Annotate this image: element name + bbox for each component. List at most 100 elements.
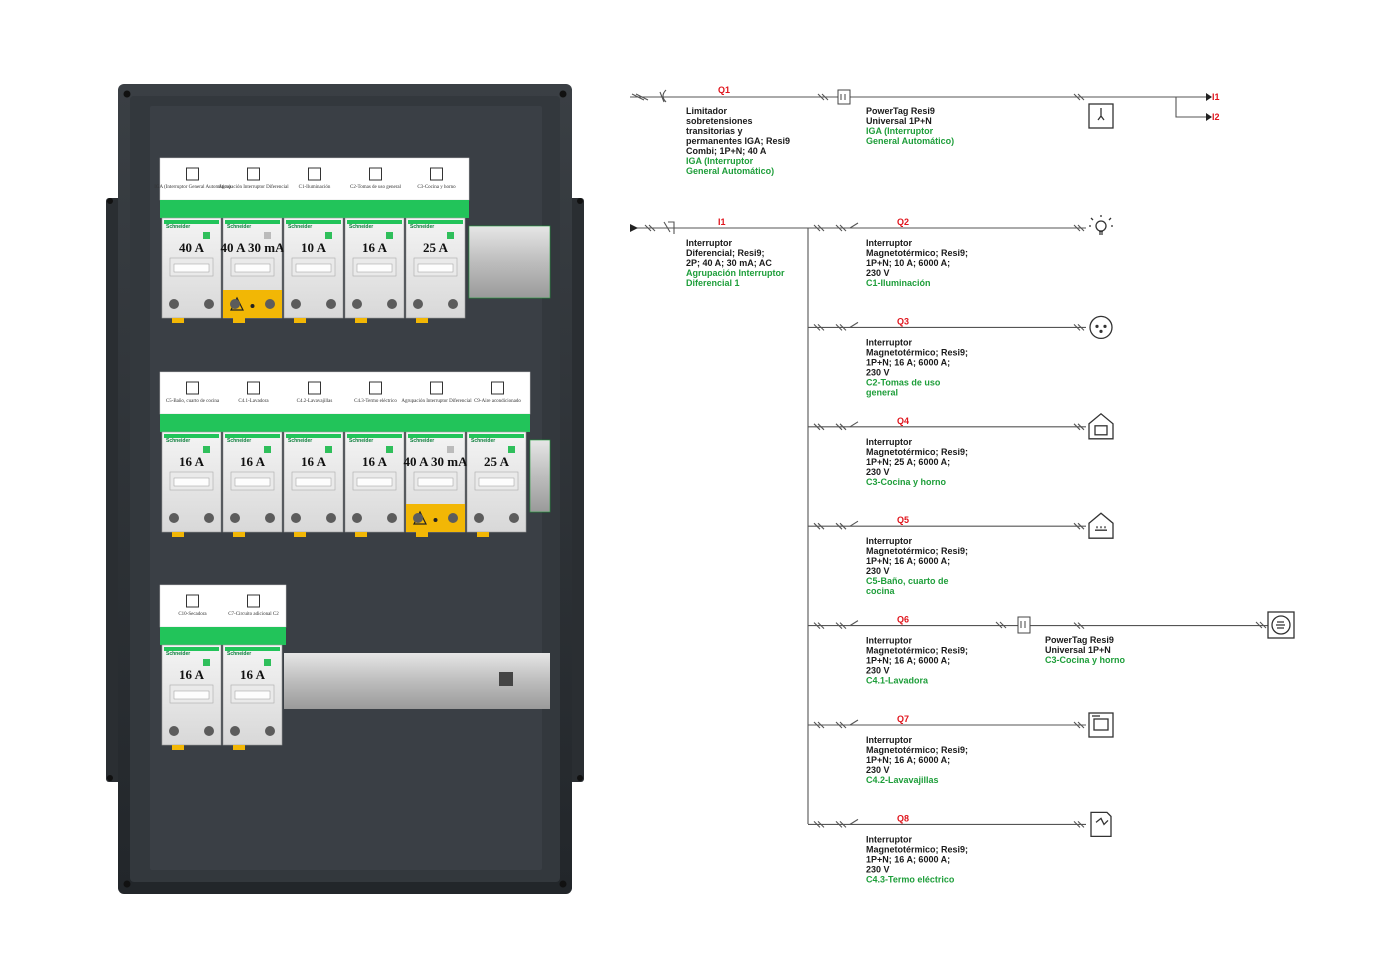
circuit-q5-line: Magnetotérmico; Resi9; (866, 546, 968, 556)
circuit-symbol-icon (308, 381, 321, 395)
main-feeder: Q1 I1 I2 Limitadorsobretensionestransito… (630, 85, 1220, 176)
circuit-q7-line: Magnetotérmico; Resi9; (866, 745, 968, 755)
circuit-q5-circuit-name: C5-Baño, cuarto de (866, 576, 949, 586)
circuit-q8-line: 230 V (866, 864, 890, 874)
circuit-q7-line: 230 V (866, 765, 890, 775)
circuit-q6-circuit-name: C4.1-Lavadora (866, 676, 929, 686)
q1-line: transitorias y (686, 126, 743, 136)
rcd-circuit-name: Agrupación Interruptor (686, 268, 785, 278)
brand-label: Schneider (349, 224, 373, 230)
circuit-symbol-icon (430, 381, 443, 395)
breaker-rating: 16 A (301, 454, 327, 469)
breaker-rating: 16 A (179, 454, 205, 469)
circuit-symbol-icon (186, 381, 199, 395)
circuit-tag: Q8 (897, 813, 909, 823)
breaker-rating: 25 A (423, 240, 449, 255)
circuit-breaker[interactable]: Schneider 40 A (161, 217, 222, 323)
breaker-rating: 16 A (240, 454, 266, 469)
circuit-breaker[interactable]: Schneider 16 A (344, 217, 405, 323)
circuit-q3-line: 1P+N; 16 A; 6000 A; (866, 357, 950, 367)
distribution-panel: IGA (Interruptor General Automático)Agru… (106, 84, 584, 894)
rcd-line: Interruptor (686, 238, 732, 248)
brand-label: Schneider (410, 438, 434, 444)
circuit-q7-line: Interruptor (866, 735, 912, 745)
circuit-q5-line: 1P+N; 16 A; 6000 A; (866, 556, 950, 566)
output-i2: I2 (1212, 112, 1220, 122)
breaker-rating: 10 A (301, 240, 327, 255)
circuit-q3-circuit-name: general (866, 387, 898, 397)
powertag-circuit-name: General Automático) (866, 136, 954, 146)
circuit-q4-line: Magnetotérmico; Resi9; (866, 447, 968, 457)
circuit-symbol-icon (308, 167, 321, 181)
circuit-q5-line: 230 V (866, 566, 890, 576)
q1-line: sobretensiones (686, 116, 753, 126)
rcd-switch[interactable]: Schneider 40 A 30 mA (221, 217, 286, 323)
circuit-tag: Q2 (897, 217, 909, 227)
rcd-circuit-name: Diferencial 1 (686, 278, 740, 288)
circuit-q7-line: 1P+N; 16 A; 6000 A; (866, 755, 950, 765)
circuit-breaker[interactable]: Schneider 16 A (283, 431, 344, 537)
q1-line: permanentes IGA; Resi9 (686, 136, 790, 146)
circuit-q2-line: Magnetotérmico; Resi9; (866, 248, 968, 258)
oven-icon (1088, 412, 1114, 440)
brand-label: Schneider (227, 224, 251, 230)
circuit-breaker[interactable]: Schneider 16 A (161, 431, 222, 537)
panel-circuit-label: C3-Cocina y horno (417, 185, 456, 190)
circuit-tag: Q7 (897, 714, 909, 724)
circuit-q2-line: 230 V (866, 268, 890, 278)
circuit-symbol-icon (369, 167, 382, 181)
breaker-row-row1: IGA (Interruptor General Automático)Agru… (154, 157, 551, 323)
circuit-q8-line: 1P+N; 16 A; 6000 A; (866, 854, 950, 864)
circuit-q3-line: Magnetotérmico; Resi9; (866, 347, 968, 357)
panel-circuit-label: C4.1-Lavadora (238, 399, 269, 404)
main-meter-icon (1088, 103, 1114, 129)
circuit-q5-line: Interruptor (866, 536, 912, 546)
rcd-tag: I1 (718, 217, 726, 227)
breaker-rows: IGA (Interruptor General Automático)Agru… (154, 157, 551, 750)
circuit-symbol-icon (369, 381, 382, 395)
circuit-q4-line: Interruptor (866, 437, 912, 447)
brand-label: Schneider (166, 438, 190, 444)
water-heater-icon (1090, 811, 1112, 838)
breaker-rating: 16 A (179, 667, 205, 682)
circuit-symbol-icon (430, 167, 443, 181)
circuit-q4-line: 1P+N; 25 A; 6000 A; (866, 457, 950, 467)
circuit-q4-line: 230 V (866, 467, 890, 477)
breaker-rating: 40 A (179, 240, 205, 255)
breaker-rating: 16 A (240, 667, 266, 682)
brand-label: Schneider (288, 438, 312, 444)
rail-end-stop (499, 672, 513, 686)
circuit-breaker[interactable]: Schneider 10 A (283, 217, 344, 323)
brand-label: Schneider (288, 224, 312, 230)
panel-circuit-label: C1-Iluminación (299, 185, 331, 190)
panel-circuit-label: C7-Circuito adicional C2 (228, 612, 279, 617)
breaker-rating: 40 A 30 mA (221, 240, 286, 255)
circuit-q8-line: Magnetotérmico; Resi9; (866, 844, 968, 854)
brand-label: Schneider (471, 438, 495, 444)
powertag-circuit-name: IGA (Interruptor (866, 126, 934, 136)
q1-line: Combi; 1P+N; 40 A (686, 146, 767, 156)
q6-powertag-line: PowerTag Resi9 (1045, 635, 1114, 645)
circuit-q6-line: 230 V (866, 666, 890, 676)
rcd-line: 2P; 40 A; 30 mA; AC (686, 258, 772, 268)
circuit-symbol-icon (247, 381, 260, 395)
bath-icon (1088, 512, 1114, 539)
brand-label: Schneider (166, 224, 190, 230)
panel-circuit-label: C10-Secadora (178, 612, 207, 617)
breaker-rating: 16 A (362, 240, 388, 255)
